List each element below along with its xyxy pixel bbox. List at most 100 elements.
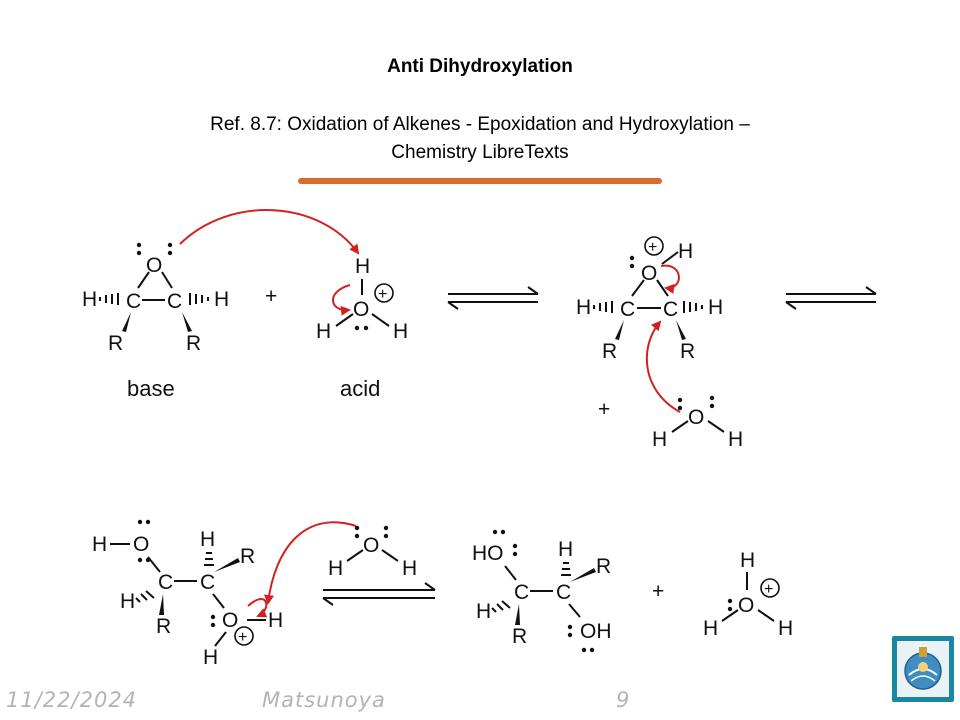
hydrogen-left: H	[576, 296, 591, 319]
reference-line-1: Ref. 8.7: Oxidation of Alkenes - Epoxida…	[210, 114, 750, 135]
lone-pair-dot	[136, 242, 142, 248]
equilibrium-arrow	[785, 286, 877, 310]
hashed-bond	[593, 301, 613, 313]
footer-author: Matsunoya	[262, 688, 386, 712]
lone-pair-dot	[629, 255, 635, 261]
bond-co	[137, 271, 150, 289]
hydronium-acid-molecule: H O + H H	[316, 255, 408, 343]
hydrogen-left: H	[328, 557, 343, 580]
positive-charge	[374, 283, 394, 303]
protonated-epoxide-molecule: + H O C C H H R R	[576, 236, 723, 363]
curved-arrow-ring-opening	[660, 264, 680, 294]
carbon-right: C	[663, 298, 678, 321]
r-group-bottom: R	[512, 625, 527, 648]
base-label: base	[127, 376, 175, 401]
positive-charge	[760, 578, 780, 598]
institution-logo	[892, 636, 954, 702]
hydrogen-left: H	[120, 590, 135, 613]
carbon-right: C	[200, 571, 215, 594]
water-oxygen: O	[363, 534, 379, 557]
hydroxyl-bottom: OH	[580, 620, 612, 643]
plus-sign: +	[598, 398, 610, 421]
hydrogen-left: H	[652, 428, 667, 451]
hydrogen-left: H	[703, 617, 718, 640]
carbon-right: C	[167, 290, 182, 313]
water-molecule: O H H	[328, 525, 417, 580]
r-group-top: R	[596, 555, 611, 578]
hydrogen-top: H	[558, 538, 573, 561]
lone-pair-dot	[677, 397, 683, 403]
hashed-bond	[189, 293, 209, 305]
svg-text:+: +	[764, 581, 773, 598]
hydrogen-right: H	[778, 617, 793, 640]
epoxide-base-molecule: O C C H H R R	[82, 242, 229, 355]
epoxide-oxygen: O	[146, 254, 162, 277]
wedge-bond	[515, 604, 520, 625]
lone-pair-dot	[167, 250, 173, 256]
protonated-diol-molecule: H O C C H R H R O H H +	[92, 519, 283, 669]
curved-arrow-protonation	[179, 209, 360, 255]
hydrogen-on-oxygen: H	[92, 533, 107, 556]
hydrogen-right: H	[402, 557, 417, 580]
water-molecule: O H H	[652, 395, 743, 451]
hydrogen-left: H	[82, 288, 97, 311]
carbon-right: C	[556, 581, 571, 604]
epoxide-oxygen: O	[641, 262, 657, 285]
curved-arrow-deprotonation-bond	[247, 598, 268, 618]
wedge-bond	[122, 312, 131, 332]
hydrogen-right: H	[728, 428, 743, 451]
curved-arrow-bond-break	[332, 284, 351, 316]
positive-charge	[644, 236, 664, 256]
lone-pair-dot	[354, 325, 360, 331]
wedge-bond	[159, 594, 164, 615]
wedge-bond	[676, 320, 686, 340]
svg-text:+: +	[378, 286, 387, 303]
plus-sign: +	[652, 580, 664, 603]
lone-pair-dot	[167, 242, 173, 248]
slide-title: Anti Dihydroxylation	[387, 56, 573, 77]
equilibrium-arrow	[447, 286, 539, 310]
svg-text:+: +	[238, 629, 247, 646]
footer-page-number: 9	[616, 688, 631, 712]
logo-emblem-icon	[904, 647, 942, 690]
hydronium-oxygen: O	[353, 298, 369, 321]
bond-co	[161, 271, 173, 289]
r-group-right: R	[186, 332, 201, 355]
positive-charge	[234, 626, 254, 646]
hydrogen-right: H	[708, 296, 723, 319]
hydrogen-top: H	[355, 255, 370, 278]
lone-pair-dot	[709, 403, 715, 409]
wedge-bond	[182, 312, 192, 332]
hydrogen-left: H	[476, 600, 491, 623]
hydrogen-right: H	[393, 320, 408, 343]
lone-pair-dot	[136, 250, 142, 256]
acid-label: acid	[340, 376, 380, 401]
r-group-top: R	[240, 545, 255, 568]
wedge-bond	[570, 568, 596, 582]
carbon-left: C	[126, 290, 141, 313]
lone-pair-dot	[677, 405, 683, 411]
lone-pair-dot	[629, 263, 635, 269]
hashed-bond	[491, 600, 511, 613]
hashed-bond	[135, 590, 155, 603]
r-group-left: R	[602, 340, 617, 363]
hydrogen-bottom: H	[203, 646, 218, 669]
curved-arrow-water-attack	[645, 320, 681, 413]
hydronium-oxygen: O	[738, 594, 754, 617]
reference-line-2: Chemistry LibreTexts	[391, 142, 569, 163]
reference-text: Ref. 8.7: Oxidation of Alkenes - Epoxida…	[140, 111, 820, 167]
hydroxyl-oxygen: O	[133, 533, 149, 556]
carbon-left: C	[514, 581, 529, 604]
hashed-bond	[99, 293, 119, 305]
hydrogen-right: H	[214, 288, 229, 311]
title-underline	[298, 178, 662, 184]
lone-pair-dot	[363, 325, 369, 331]
hydrogen-top: H	[740, 549, 755, 572]
curved-arrow-water-base	[264, 521, 357, 605]
hydrogen-right: H	[268, 609, 283, 632]
carbon-left: C	[620, 298, 635, 321]
lone-pair-dot	[709, 395, 715, 401]
hydrogen-on-oxygen: H	[678, 240, 693, 263]
anti-diol-product: HO C C H R H R OH	[472, 529, 612, 653]
